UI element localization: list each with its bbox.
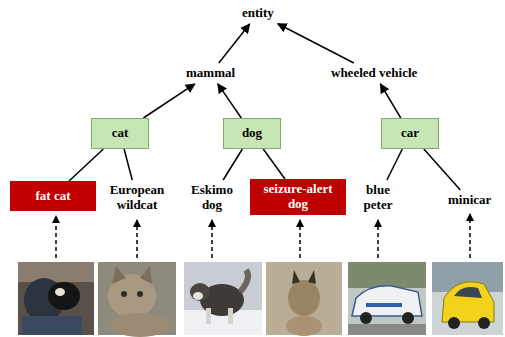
node-text: European wildcat xyxy=(103,183,171,213)
node-text: mammal xyxy=(186,66,235,81)
leaf-label: Eskimo dog xyxy=(184,182,240,214)
photo-european-wildcat xyxy=(98,262,176,337)
hierarchy-arrow xyxy=(219,24,250,63)
leaf-label: European wildcat xyxy=(101,182,173,214)
photo-seizure-alert-dog xyxy=(266,262,342,336)
class-box: dog xyxy=(223,118,281,149)
node-text: Eskimo dog xyxy=(186,183,238,213)
leaf-label: blue peter xyxy=(355,182,401,214)
node-text: seizure-alert dog xyxy=(255,182,341,212)
class-box: car xyxy=(381,118,439,149)
category-label: mammal xyxy=(184,65,237,82)
mislabel-box: fat cat xyxy=(10,181,96,211)
node-text: blue peter xyxy=(357,183,399,213)
node-text: fat cat xyxy=(35,189,70,204)
hierarchy-arrow xyxy=(278,24,354,63)
dashed-pointer xyxy=(56,214,470,258)
hierarchy-arrow xyxy=(143,84,194,118)
photo-eskimo-dog xyxy=(184,262,262,335)
root-label: entity xyxy=(240,5,276,22)
hierarchy-arrow xyxy=(218,84,242,118)
node-text: entity xyxy=(242,6,274,21)
node-text: car xyxy=(401,126,419,141)
category-label: wheeled vehicle xyxy=(329,65,419,82)
hierarchy-arrow xyxy=(380,84,400,118)
tree-line xyxy=(263,149,285,179)
photo-fat-cat xyxy=(18,262,94,335)
photo-minicar xyxy=(432,262,503,335)
photo-blue-peter xyxy=(348,262,426,335)
node-text: wheeled vehicle xyxy=(331,66,417,81)
tree-line xyxy=(124,149,132,180)
tree-line xyxy=(69,149,103,181)
tree-line xyxy=(387,149,402,180)
mislabel-box: seizure-alert dog xyxy=(250,179,346,215)
tree-line xyxy=(424,149,461,190)
node-text: minicar xyxy=(448,193,491,208)
class-box: cat xyxy=(91,118,149,149)
leaf-label: minicar xyxy=(446,192,493,209)
tree-line xyxy=(223,149,242,180)
node-text: cat xyxy=(112,126,129,141)
node-text: dog xyxy=(242,126,262,141)
